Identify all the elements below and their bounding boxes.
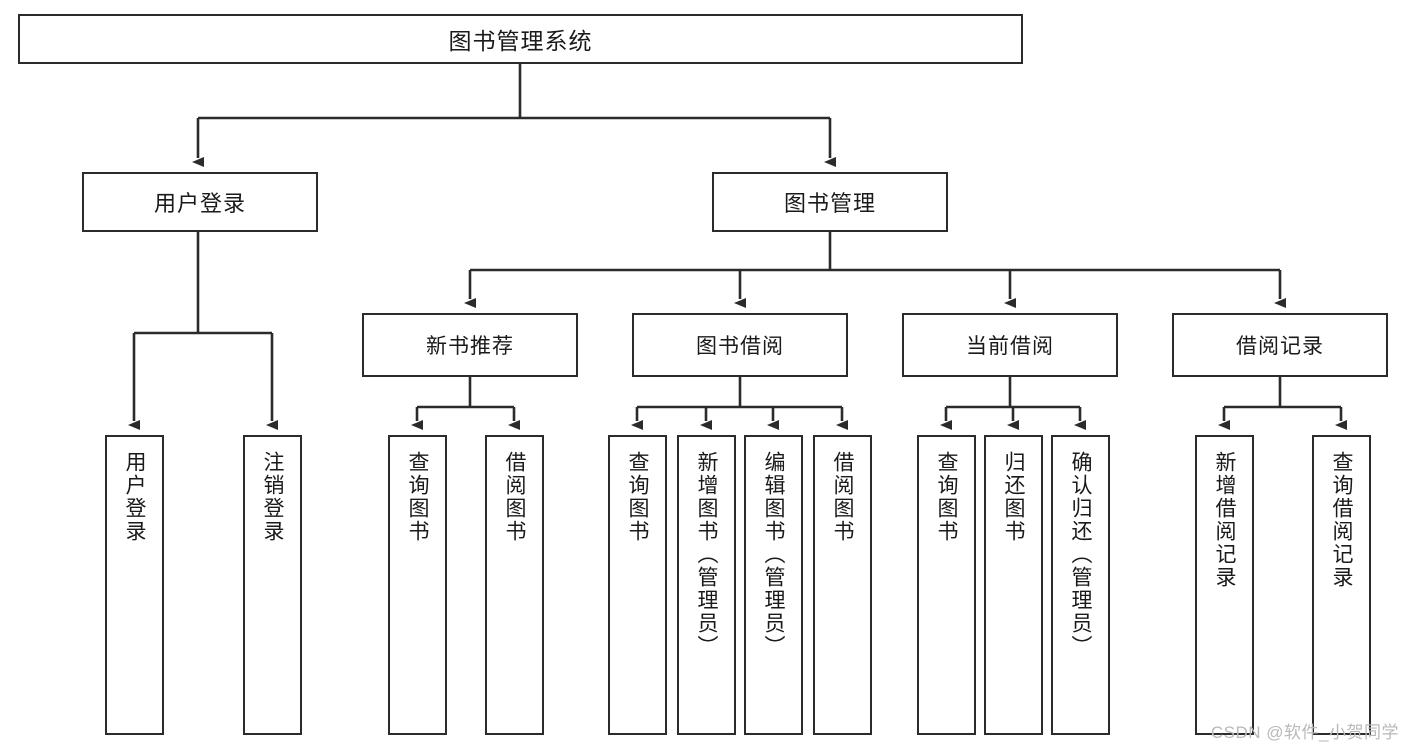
node-label-new-book-recommend: 新书推荐 [426, 335, 514, 358]
node-label-leaf-user-login: 用户登录 [123, 451, 146, 543]
node-label-user-login: 用户登录 [153, 191, 246, 216]
node-leaf-edit-book[interactable]: 编辑图书（管理员） [744, 435, 803, 735]
node-label-leaf-add-book: 新增图书（管理员） [695, 451, 718, 658]
connector-lines [128, 64, 1347, 430]
node-leaf-add-book[interactable]: 新增图书（管理员） [677, 435, 736, 735]
node-leaf-query-book-recommend[interactable]: 查询图书 [388, 435, 447, 735]
node-label-leaf-add-borrow-record: 新增借阅记录 [1213, 451, 1236, 589]
node-label-leaf-borrow-book-recommend: 借阅图书 [503, 451, 526, 543]
node-label-root: 图书管理系统 [448, 28, 593, 54]
node-book-borrow[interactable]: 图书借阅 [632, 313, 848, 377]
node-leaf-query-book-borrow[interactable]: 查询图书 [608, 435, 667, 735]
node-leaf-user-login[interactable]: 用户登录 [105, 435, 164, 735]
node-leaf-logout[interactable]: 注销登录 [243, 435, 302, 735]
node-user-login[interactable]: 用户登录 [82, 172, 318, 232]
node-root[interactable]: 图书管理系统 [18, 14, 1023, 64]
node-label-leaf-confirm-return: 确认归还（管理员） [1069, 451, 1092, 658]
node-label-book-management: 图书管理 [783, 191, 876, 216]
node-label-leaf-borrow-book: 借阅图书 [831, 451, 854, 543]
node-leaf-borrow-book-recommend[interactable]: 借阅图书 [485, 435, 544, 735]
node-leaf-query-borrow-record[interactable]: 查询借阅记录 [1312, 435, 1371, 735]
node-label-leaf-query-book-borrow: 查询图书 [626, 451, 649, 543]
watermark-text: CSDN @软件_小贺同学 [1210, 723, 1399, 742]
node-leaf-borrow-book[interactable]: 借阅图书 [813, 435, 872, 735]
node-label-borrow-record: 借阅记录 [1236, 335, 1324, 358]
node-new-book-recommend[interactable]: 新书推荐 [362, 313, 578, 377]
node-label-leaf-edit-book: 编辑图书（管理员） [762, 451, 785, 658]
node-label-leaf-logout: 注销登录 [261, 451, 284, 543]
node-leaf-add-borrow-record[interactable]: 新增借阅记录 [1195, 435, 1254, 735]
node-leaf-return-book[interactable]: 归还图书 [984, 435, 1043, 735]
node-label-book-borrow: 图书借阅 [696, 335, 784, 358]
node-label-leaf-query-book-recommend: 查询图书 [406, 451, 429, 543]
node-current-borrow[interactable]: 当前借阅 [902, 313, 1118, 377]
node-label-leaf-query-book-current: 查询图书 [935, 451, 958, 543]
node-leaf-query-book-current[interactable]: 查询图书 [917, 435, 976, 735]
node-label-current-borrow: 当前借阅 [966, 335, 1054, 358]
node-label-leaf-return-book: 归还图书 [1002, 451, 1025, 543]
node-borrow-record[interactable]: 借阅记录 [1172, 313, 1388, 377]
node-leaf-confirm-return[interactable]: 确认归还（管理员） [1051, 435, 1110, 735]
node-book-management[interactable]: 图书管理 [712, 172, 948, 232]
node-label-leaf-query-borrow-record: 查询借阅记录 [1330, 451, 1353, 589]
